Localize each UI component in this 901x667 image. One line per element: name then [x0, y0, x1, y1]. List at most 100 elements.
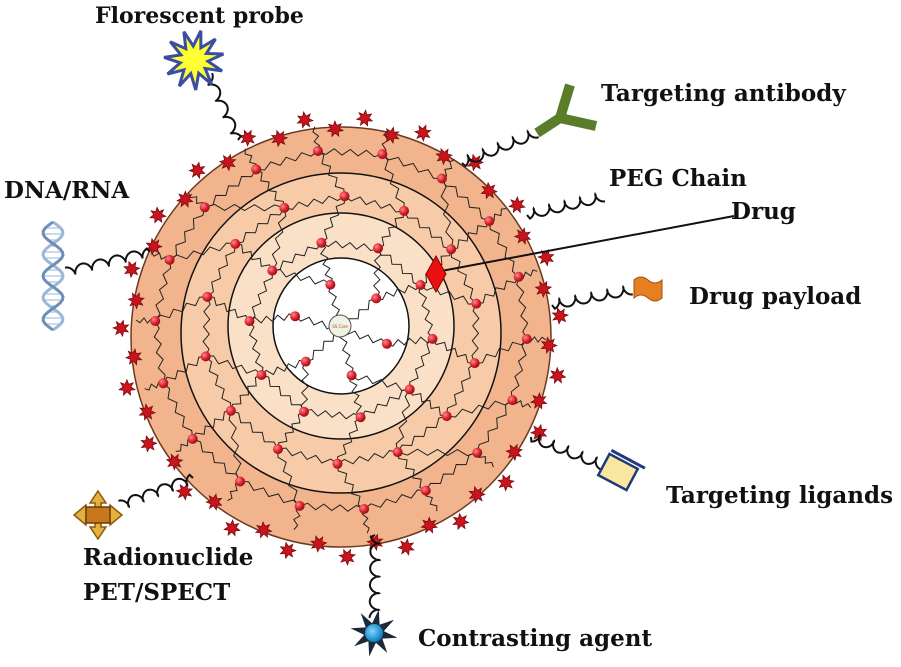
- network-node: [244, 316, 255, 327]
- surface-star: [508, 196, 526, 214]
- network-node: [325, 279, 336, 290]
- surface-star: [397, 538, 415, 556]
- network-nodes: [150, 146, 532, 514]
- surface-star: [254, 521, 273, 539]
- network-node: [200, 351, 211, 362]
- antibody-icon: [534, 83, 598, 138]
- network-node: [484, 216, 495, 227]
- core: SS Core: [328, 314, 352, 338]
- network-node: [300, 356, 311, 367]
- surface-star: [165, 453, 184, 471]
- surface-star: [175, 483, 194, 501]
- network-node: [359, 504, 370, 514]
- surface-star: [176, 190, 194, 208]
- surface-star: [118, 378, 136, 397]
- surface-star: [188, 161, 206, 180]
- network-node: [373, 243, 383, 254]
- network-node: [339, 191, 350, 202]
- label-contrasting-agent: Contrasting agent: [418, 625, 652, 652]
- surface-star: [548, 366, 567, 385]
- network-node: [377, 149, 388, 160]
- surface-stars: [112, 109, 569, 566]
- network-node: [187, 433, 198, 444]
- network-node: [381, 338, 392, 349]
- surface-star: [338, 548, 357, 566]
- label-pet-spect: PET/SPECT: [83, 579, 230, 606]
- surface-star: [309, 535, 328, 553]
- network-node: [332, 458, 343, 469]
- surface-star: [420, 516, 439, 534]
- label-drug: Drug: [731, 198, 796, 225]
- fluorescent-probe-icon: [163, 30, 225, 91]
- network-node: [225, 405, 236, 416]
- surface-star: [530, 423, 548, 442]
- surface-star: [382, 126, 400, 145]
- surface-star: [326, 120, 345, 138]
- network-node: [346, 370, 357, 381]
- surface-star: [123, 260, 141, 279]
- surface-star: [413, 124, 432, 142]
- radionuclide-icon: [72, 489, 124, 541]
- network-node: [371, 293, 382, 304]
- surface-star: [296, 111, 315, 129]
- surface-star: [205, 493, 223, 511]
- surface-star: [452, 512, 470, 531]
- surface-star: [435, 147, 453, 166]
- contrast-agent-icon: [350, 609, 398, 657]
- surface-star: [534, 280, 553, 298]
- surface-star: [355, 109, 374, 127]
- surface-star: [124, 348, 143, 366]
- network-node: [472, 447, 483, 458]
- network-node: [436, 173, 447, 184]
- surface-star: [529, 392, 548, 410]
- dna-helix-icon: [41, 220, 65, 332]
- network-node: [427, 333, 438, 344]
- network-node: [290, 311, 301, 322]
- network-node: [273, 444, 283, 455]
- surface-star: [270, 129, 289, 148]
- core-label: SS Core: [332, 324, 348, 329]
- surface-star: [468, 485, 486, 504]
- surface-star: [540, 336, 558, 355]
- network-node: [404, 384, 415, 395]
- network-node: [279, 202, 290, 213]
- network-node: [150, 316, 161, 326]
- network-node: [230, 238, 241, 249]
- network-node: [471, 298, 482, 309]
- network-node: [513, 271, 524, 282]
- drug-payload-icon: [633, 276, 663, 302]
- network-node: [251, 164, 262, 175]
- surface-star: [223, 519, 241, 537]
- peg-tethers: [64, 72, 633, 619]
- network-node: [199, 202, 210, 213]
- ligand-icon: [596, 449, 646, 492]
- network-node: [256, 370, 267, 380]
- network-node: [164, 254, 175, 265]
- network-node: [441, 411, 452, 422]
- network-node: [202, 291, 213, 302]
- label-drug-payload: Drug payload: [689, 283, 861, 310]
- network-node: [312, 146, 323, 156]
- surface-star: [513, 227, 532, 245]
- network-node: [399, 205, 409, 216]
- network-node: [446, 244, 457, 255]
- network-node: [316, 237, 327, 248]
- surface-star: [238, 129, 257, 147]
- network-node: [415, 280, 426, 290]
- surface-star: [127, 292, 145, 310]
- network-node: [158, 378, 169, 389]
- label-targeting-ligands: Targeting ligands: [666, 482, 893, 509]
- network-node: [355, 412, 366, 423]
- surface-star: [138, 403, 157, 421]
- surface-star: [497, 474, 515, 492]
- surface-star: [505, 443, 523, 462]
- network-node: [299, 406, 309, 417]
- surface-star: [551, 307, 569, 325]
- label-peg-chain: PEG Chain: [609, 165, 747, 192]
- surface-star: [149, 206, 167, 224]
- network-node: [507, 395, 518, 406]
- label-dna-rna: DNA/RNA: [4, 177, 130, 204]
- label-targeting-antibody: Targeting antibody: [601, 80, 846, 107]
- surface-star: [112, 319, 130, 338]
